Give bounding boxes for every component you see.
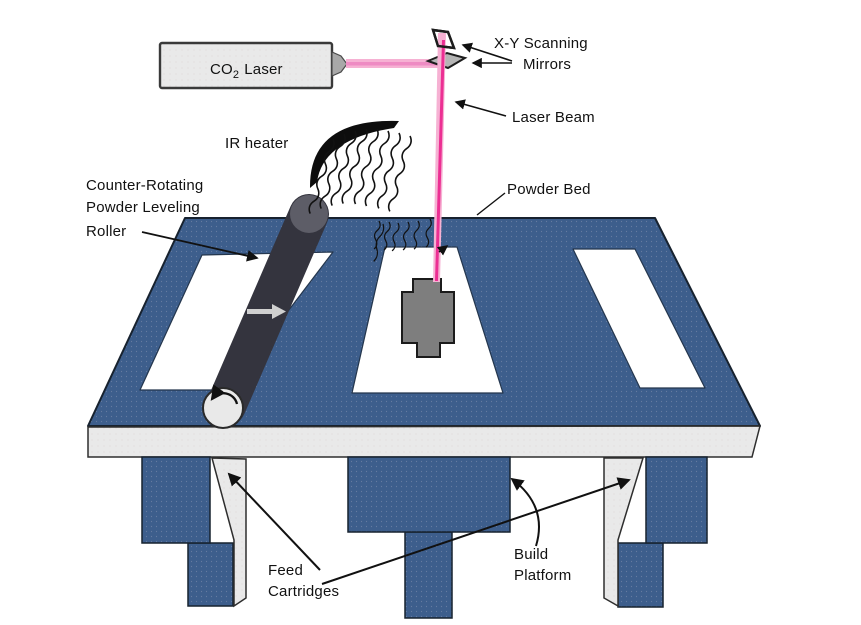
ir-heater-arc xyxy=(309,120,399,188)
roller-direction-arrow xyxy=(247,304,286,319)
powder-bed-leader xyxy=(476,192,506,216)
feed-label-line2: Cartridges xyxy=(268,583,339,600)
pistons xyxy=(141,456,708,619)
feed-wedge-left xyxy=(211,457,247,608)
roller-rotation-arrow xyxy=(210,384,239,405)
leveling-roller xyxy=(202,194,329,429)
table-apron xyxy=(87,425,761,458)
laser-nozzle xyxy=(331,51,348,77)
powder-bed-label: Powder Bed xyxy=(507,181,591,198)
feed-pointer-left xyxy=(227,472,321,571)
mirror-x-outline xyxy=(431,28,456,50)
feed-wedge-right xyxy=(603,457,645,608)
feed-label-line1: Feed xyxy=(268,562,303,579)
feed-piston-left-lower xyxy=(187,542,234,607)
bed-surface-arrow xyxy=(436,245,449,256)
roller-pointer xyxy=(141,231,259,262)
mirrors-label-line1: X-Y Scanning xyxy=(494,35,588,52)
laser-beam-pointer xyxy=(454,99,507,117)
feed-piston-right-lower xyxy=(617,542,664,608)
annotation-arrows xyxy=(141,42,631,585)
build-platform-pointer xyxy=(510,477,540,547)
laser-beam-vertical xyxy=(431,28,456,282)
mirror-pointer-upper xyxy=(461,42,513,62)
feed-pointer-right xyxy=(321,477,631,585)
bed-cutout-right xyxy=(572,248,706,389)
ir-heater-label: IR heater xyxy=(225,135,289,152)
feed-piston-right-upper xyxy=(645,456,708,544)
feed-piston-left-upper xyxy=(141,456,211,544)
build-label-line1: Build xyxy=(514,546,548,563)
roller-label-line2: Powder Leveling xyxy=(86,199,200,216)
roller-label-line3: Roller xyxy=(86,223,126,240)
roller-top-cap xyxy=(290,195,328,233)
build-piston-upper xyxy=(347,456,511,533)
build-label-line2: Platform xyxy=(514,567,571,584)
laser-beam-label: Laser Beam xyxy=(512,109,595,126)
mirrors-label-line2: Mirrors xyxy=(523,56,571,73)
build-piston-lower xyxy=(404,531,453,619)
co2-laser-unit xyxy=(158,41,440,90)
workpiece-part xyxy=(401,278,455,358)
roller-label-line1: Counter-Rotating xyxy=(86,177,203,194)
laser-beam-core xyxy=(435,39,445,282)
laser-beam-horizontal-core xyxy=(346,62,440,66)
